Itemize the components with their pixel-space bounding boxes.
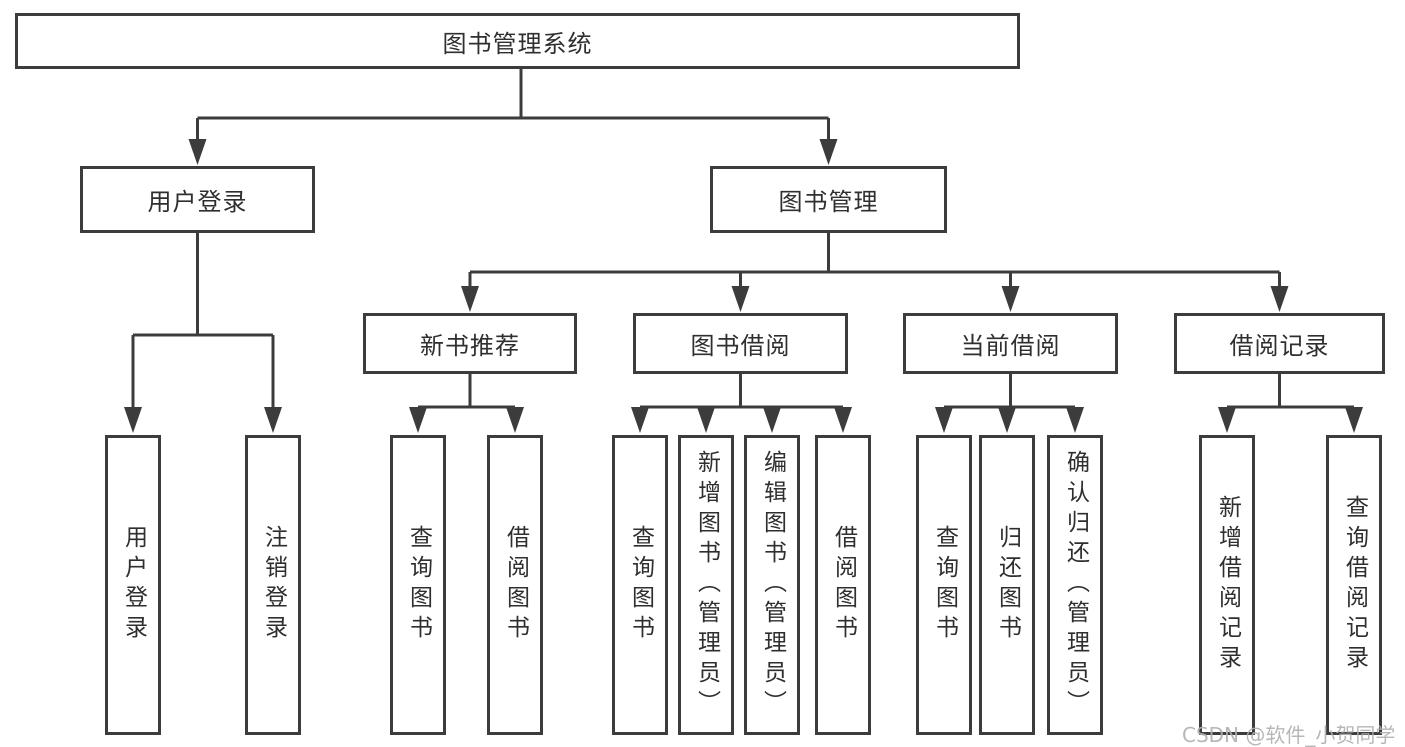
node-label: 用户登录 bbox=[147, 188, 248, 216]
arrow-down-icon bbox=[697, 407, 715, 433]
csdn-watermark: CSDN @软件_小贺同学 bbox=[1182, 723, 1396, 747]
leaf-label: 查询图书 bbox=[627, 525, 654, 645]
node-label: 当前借阅 bbox=[960, 332, 1061, 360]
arrow-down-icon bbox=[506, 407, 524, 433]
node-label: 图书管理 bbox=[778, 188, 879, 216]
leaf-label: 新增图书（管理员） bbox=[693, 450, 720, 720]
node-label: 图书借阅 bbox=[690, 332, 791, 360]
leaf-borrow-edit-book-admin: 编辑图书（管理员） bbox=[744, 435, 800, 735]
node-new-book-recommend: 新书推荐 bbox=[363, 313, 577, 374]
node-label: 借阅记录 bbox=[1229, 332, 1330, 360]
arrow-down-icon bbox=[1270, 286, 1289, 312]
node-book-management: 图书管理 bbox=[710, 166, 947, 233]
node-label: 新书推荐 bbox=[420, 332, 520, 360]
leaf-current-confirm-return-admin: 确认归还（管理员） bbox=[1047, 435, 1103, 735]
leaf-user-login: 用户登录 bbox=[105, 435, 161, 735]
arrow-down-icon bbox=[834, 407, 852, 433]
arrow-down-icon bbox=[1066, 407, 1084, 433]
leaf-borrow-query-book: 查询图书 bbox=[612, 435, 668, 735]
leaf-record-add-borrow-record: 新增借阅记录 bbox=[1199, 435, 1255, 735]
arrow-down-icon bbox=[124, 407, 142, 433]
leaf-label: 编辑图书（管理员） bbox=[759, 450, 786, 720]
leaf-label: 查询借阅记录 bbox=[1341, 495, 1368, 675]
leaf-label: 确认归还（管理员） bbox=[1062, 450, 1089, 720]
leaf-current-query-book: 查询图书 bbox=[916, 435, 972, 735]
arrow-down-icon bbox=[188, 139, 207, 165]
leaf-label: 借阅图书 bbox=[502, 525, 529, 645]
leaf-record-query-borrow-record: 查询借阅记录 bbox=[1326, 435, 1382, 735]
leaf-label: 归还图书 bbox=[994, 525, 1021, 645]
arrow-down-icon bbox=[461, 286, 479, 312]
connector-new-rec-branch bbox=[409, 374, 524, 433]
leaf-label: 新增借阅记录 bbox=[1214, 495, 1241, 675]
arrow-down-icon bbox=[935, 407, 953, 433]
arrow-down-icon bbox=[731, 286, 750, 312]
leaf-label: 查询图书 bbox=[931, 525, 958, 645]
arrow-down-icon bbox=[1001, 286, 1020, 312]
leaf-label: 借阅图书 bbox=[830, 525, 857, 645]
arrow-down-icon bbox=[264, 407, 282, 433]
leaf-borrow-borrow-book: 借阅图书 bbox=[815, 435, 871, 735]
node-book-borrow: 图书借阅 bbox=[633, 313, 848, 374]
node-current-borrow: 当前借阅 bbox=[903, 313, 1118, 374]
leaf-label: 查询图书 bbox=[405, 525, 432, 645]
arrow-down-icon bbox=[631, 407, 649, 433]
leaf-newrec-query-book: 查询图书 bbox=[390, 435, 446, 735]
node-root-system: 图书管理系统 bbox=[15, 13, 1020, 69]
leaf-logout: 注销登录 bbox=[245, 435, 301, 735]
connector-current-borrow-branch bbox=[935, 374, 1084, 433]
connector-book-borrow-branch bbox=[631, 374, 852, 433]
arrow-down-icon bbox=[763, 407, 781, 433]
leaf-current-return-book: 归还图书 bbox=[979, 435, 1035, 735]
leaf-borrow-add-book-admin: 新增图书（管理员） bbox=[678, 435, 734, 735]
node-label: 图书管理系统 bbox=[442, 29, 593, 58]
arrow-down-icon bbox=[1345, 407, 1363, 433]
connector-book-mgmt-to-level3 bbox=[461, 233, 1289, 312]
connector-user-login-branch bbox=[124, 233, 282, 433]
arrow-down-icon bbox=[409, 407, 427, 433]
connector-root-to-level2 bbox=[188, 69, 838, 165]
node-borrow-record: 借阅记录 bbox=[1174, 313, 1385, 374]
node-user-login: 用户登录 bbox=[80, 166, 315, 233]
leaf-newrec-borrow-book: 借阅图书 bbox=[487, 435, 543, 735]
leaf-label: 注销登录 bbox=[260, 525, 287, 645]
connector-borrow-record-branch bbox=[1218, 374, 1363, 433]
arrow-down-icon bbox=[819, 139, 838, 165]
arrow-down-icon bbox=[1218, 407, 1236, 433]
leaf-label: 用户登录 bbox=[120, 525, 147, 645]
arrow-down-icon bbox=[998, 407, 1016, 433]
